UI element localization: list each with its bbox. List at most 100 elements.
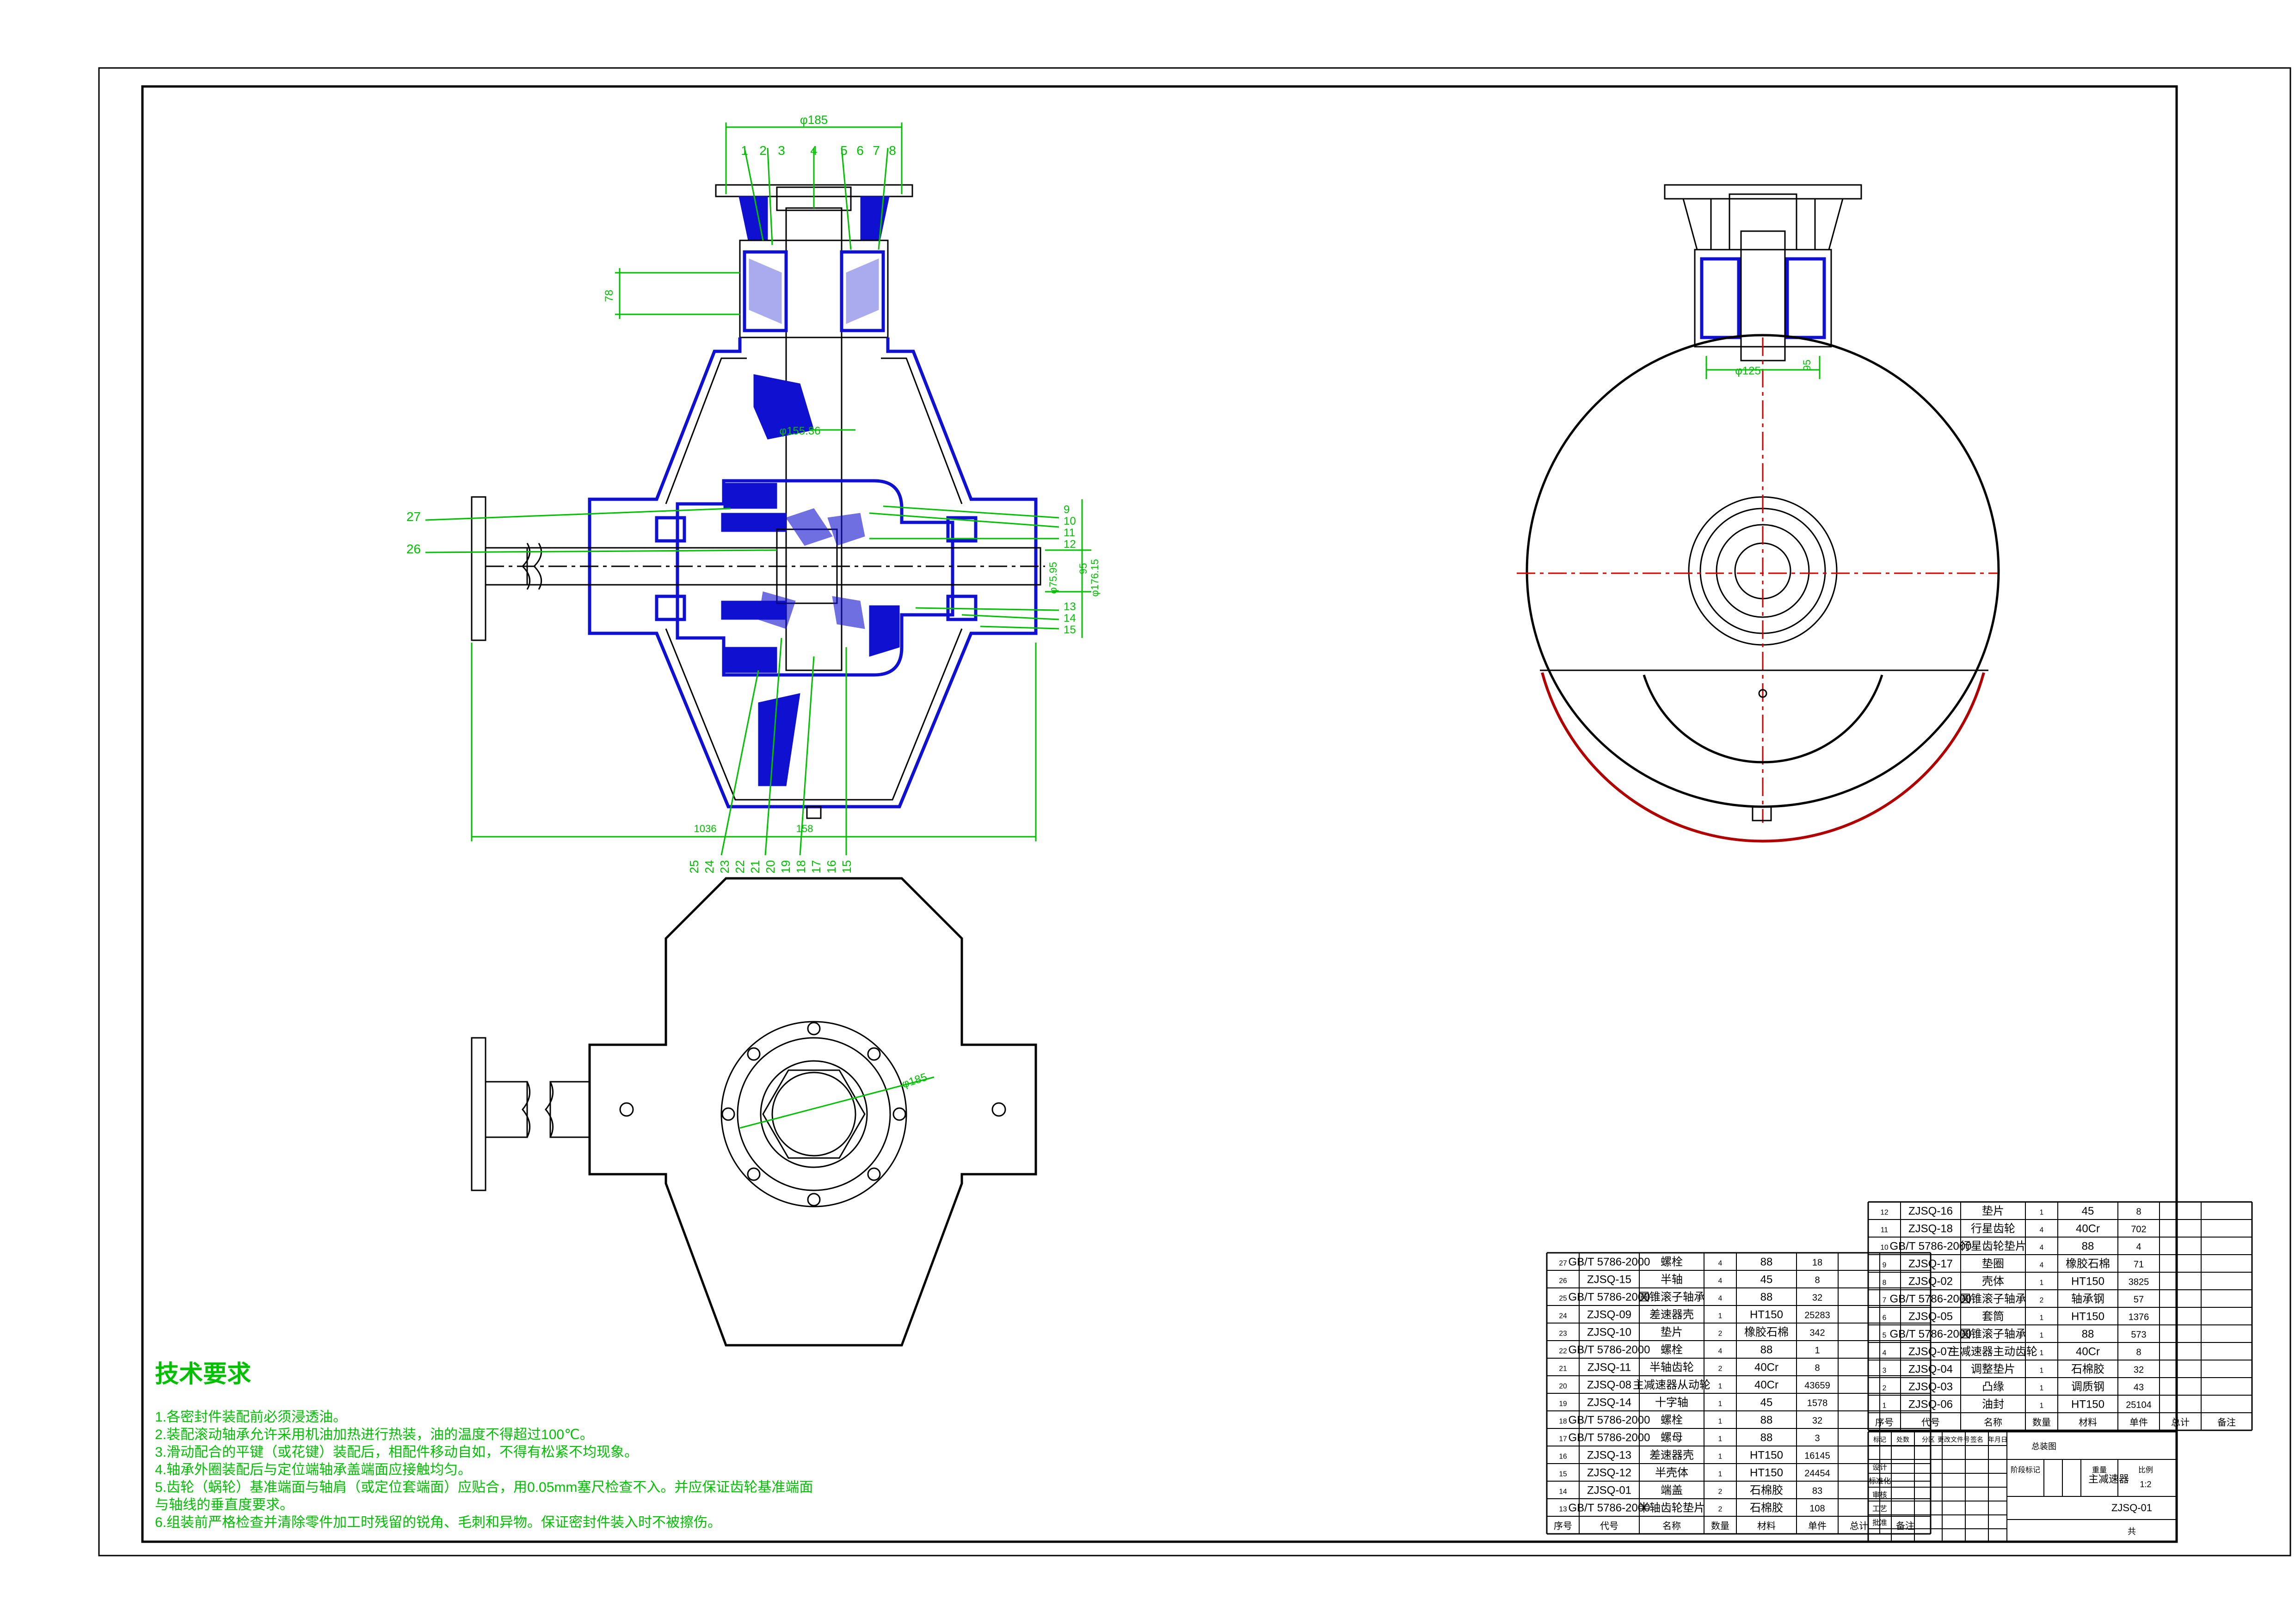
bom-cell: 调质钢: [2071, 1380, 2104, 1393]
bom-cell: 油封: [1982, 1398, 2004, 1410]
bom-cell: 16: [1559, 1452, 1567, 1460]
bom-cell: 10: [1880, 1244, 1889, 1251]
bom-cell: 573: [2131, 1330, 2146, 1340]
bom-cell: GB/T 5786-2000: [1568, 1414, 1650, 1426]
balloon-top-6: 6: [856, 143, 864, 158]
bom-cell: GB/T 5786-2000: [1889, 1240, 1971, 1252]
bom-cell: 71: [2134, 1259, 2144, 1269]
bom-cell: 3825: [2129, 1277, 2149, 1287]
bom-header-cell: 备注: [2217, 1417, 2236, 1428]
bom-cell: 25: [1559, 1294, 1567, 1302]
bom-cell: GB/T 5786-2000: [1568, 1501, 1650, 1514]
bom-cell: 88: [1760, 1256, 1773, 1268]
bom-cell: 十字轴: [1655, 1396, 1688, 1409]
balloon-top-5: 5: [840, 143, 848, 158]
bom-cell: 8: [2136, 1347, 2141, 1357]
balloon-right-13: 13: [1064, 601, 1076, 613]
dim-overall-length: 1036: [694, 823, 717, 834]
bom-cell: 12: [1880, 1208, 1888, 1216]
title-row-label: 年月日: [1988, 1436, 2007, 1443]
bom-cell: 21: [1559, 1365, 1567, 1373]
bom-cell: 45: [1760, 1396, 1773, 1409]
bom-cell: 2: [1718, 1365, 1723, 1373]
title-mid-label: 重量: [2092, 1466, 2107, 1474]
bom-cell: 1: [1815, 1345, 1820, 1355]
balloon-bottom-21: 21: [748, 860, 762, 874]
bom-cell: 4: [2040, 1226, 2044, 1234]
bom-cell: 342: [1809, 1328, 1825, 1338]
title-row-label: 分区: [1922, 1436, 1935, 1443]
bom-cell: GB/T 5786-2000: [1568, 1431, 1650, 1444]
bom-cell: 11: [1881, 1226, 1888, 1234]
bom-cell: 7: [1883, 1296, 1887, 1304]
bom-cell: 1: [1718, 1417, 1723, 1425]
bom-cell: 螺栓: [1661, 1256, 1683, 1268]
bom-cell: 1: [1883, 1402, 1887, 1410]
title-person-label: 标准化: [1869, 1477, 1891, 1485]
bom-cell: 1: [2040, 1208, 2044, 1216]
bom-cell: 橡胶石棉: [2066, 1257, 2110, 1270]
bom-cell: 垫圈: [1982, 1257, 2004, 1270]
bom-cell: 702: [2131, 1224, 2146, 1234]
bom-header-cell: 数量: [2032, 1417, 2051, 1428]
balloon-bottom-17: 17: [809, 860, 823, 874]
title-person-label: 工艺: [1872, 1505, 1887, 1513]
bom-header-cell: 总计: [2171, 1417, 2190, 1428]
bom-cell: 25104: [2126, 1400, 2152, 1410]
bom-cell: 24454: [1804, 1468, 1830, 1478]
balloon-right-15: 15: [1064, 624, 1076, 636]
bom-cell: 石棉胶: [1750, 1501, 1783, 1514]
bom-cell: 行星齿轮: [1971, 1222, 2015, 1235]
inner-frame: [141, 85, 2178, 1543]
drawing-scale: 1:2: [2140, 1480, 2151, 1489]
bom-cell: 圆锥滚子轴承: [1638, 1291, 1705, 1303]
bom-cell: HT150: [2071, 1310, 2104, 1323]
bom-cell: 主减速器主动齿轮: [1949, 1345, 2037, 1358]
bom-cell: 45: [1760, 1273, 1773, 1286]
bom-cell: 9: [1883, 1261, 1887, 1269]
bom-cell: 1376: [2129, 1312, 2149, 1322]
bom-cell: 23: [1559, 1330, 1567, 1337]
bom-cell: 1: [1718, 1400, 1723, 1408]
title-mid-label: 比例: [2138, 1466, 2153, 1474]
balloon-right-11: 11: [1064, 527, 1075, 539]
bom-cell: 套筒: [1982, 1310, 2004, 1323]
bom-cell: 32: [1812, 1416, 1822, 1426]
title-mid-label: 阶段标记: [2011, 1466, 2040, 1474]
bom-cell: 半轴齿轮: [1649, 1361, 1694, 1373]
outer-border: [98, 67, 2291, 1557]
bom-cell: HT150: [1750, 1466, 1783, 1479]
bom-cell: 4: [2040, 1244, 2044, 1251]
bom-cell: 4: [1718, 1294, 1723, 1302]
bom-cell: 3: [1815, 1433, 1820, 1443]
bom-cell: 石棉胶: [2071, 1363, 2104, 1375]
bom-cell: 差速器壳: [1649, 1449, 1694, 1461]
bom-cell: 石棉胶: [1750, 1484, 1783, 1496]
tech-req-item: 5.齿轮（蜗轮）基准端面与轴肩（或定位套端面）应贴合，用0.05mm塞尺检查不入…: [155, 1480, 813, 1495]
bom-cell: 1: [1718, 1452, 1723, 1460]
bom-cell: 32: [2134, 1365, 2144, 1375]
balloon-bottom-24: 24: [702, 860, 716, 874]
bom-header-cell: 总计: [1850, 1520, 1868, 1531]
bom-cell: 4: [2040, 1261, 2044, 1269]
balloon-right-10: 10: [1064, 515, 1076, 527]
bom-cell: 108: [1809, 1503, 1825, 1514]
bom-cell: 1: [1718, 1382, 1723, 1390]
bom-cell: 1: [2040, 1279, 2044, 1287]
bom-header-cell: 单件: [2129, 1417, 2148, 1428]
balloon-top-2: 2: [759, 143, 767, 158]
bom-cell: 20: [1559, 1382, 1567, 1390]
balloon-bottom-22: 22: [733, 860, 747, 874]
bom-cell: 40Cr: [1754, 1379, 1778, 1391]
bom-cell: HT150: [1750, 1449, 1783, 1461]
bom-cell: 5: [1883, 1331, 1887, 1339]
bom-cell: 40Cr: [2076, 1222, 2100, 1235]
bom-header-cell: 序号: [1554, 1520, 1572, 1531]
bom-cell: 18: [1559, 1417, 1567, 1425]
bom-cell: 1: [2040, 1331, 2044, 1339]
bom-cell: 88: [2082, 1240, 2094, 1252]
bom-cell: 半轴齿轮垫片: [1638, 1501, 1705, 1514]
bom-cell: 圆锥滚子轴承: [1960, 1328, 2026, 1340]
bom-header-cell: 代号: [1600, 1520, 1618, 1531]
